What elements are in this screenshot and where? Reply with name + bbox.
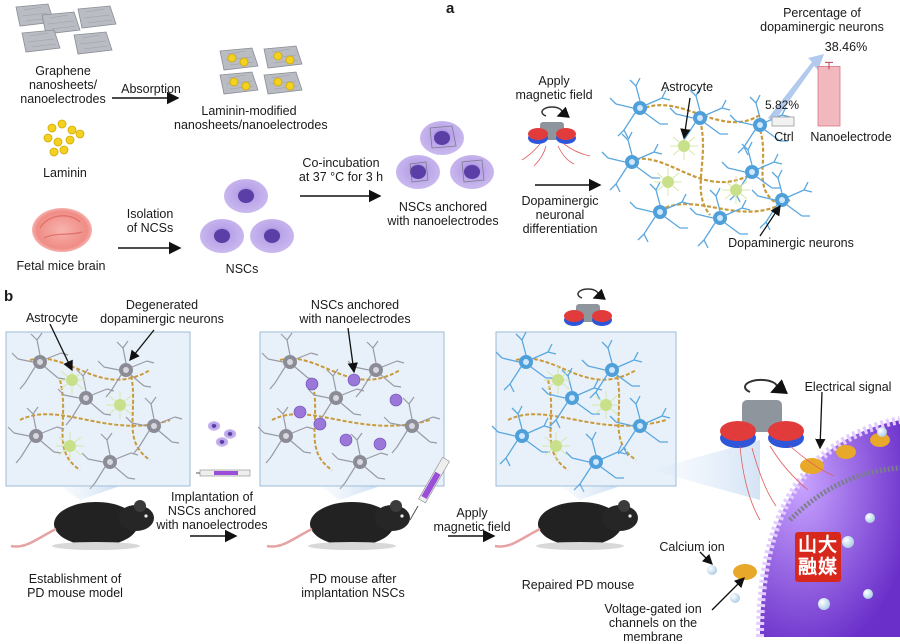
- chart-callout-arrow: [768, 54, 824, 122]
- differentiation-label: Dopaminergic neuronal differentiation: [521, 194, 599, 236]
- electrical-signal-pointer: [815, 391, 826, 450]
- panel-label-b: b: [4, 288, 14, 305]
- magnet-b: [564, 289, 612, 326]
- beam-3: [560, 486, 620, 500]
- chart-bar-ctrl: [771, 116, 795, 127]
- watermark-logo: 山大融媒: [795, 532, 841, 582]
- repaired-label: Repaired PD mouse: [521, 578, 635, 592]
- chart-tick-ctrl: Ctrl: [774, 130, 794, 144]
- dopaminergic-label: Dopaminergic neurons: [728, 236, 854, 250]
- implant-cells: [207, 421, 237, 447]
- repaired-network: [491, 331, 671, 493]
- magnet-a: [528, 107, 576, 144]
- laminin-modified-label: Laminin-modified nanosheets/nanoelectrod…: [174, 104, 328, 132]
- laminin-particles: [43, 119, 85, 157]
- field-lines-b: [739, 445, 835, 521]
- astrocyte-pointer-a: [680, 97, 691, 140]
- beam-zoom: [650, 440, 760, 500]
- apply-field-label-a: Apply magnetic field: [515, 74, 593, 102]
- beam-2: [320, 486, 380, 500]
- dopaminergic-pointer: [759, 204, 781, 237]
- bar-chart: [771, 61, 841, 127]
- panel-label-a: a: [446, 0, 455, 17]
- graphene-nanosheets: [15, 3, 117, 55]
- magnet-large: [720, 378, 804, 448]
- degenerated-pointer: [129, 329, 155, 362]
- isolation-label: Isolation of NCSs: [126, 207, 174, 235]
- chart-title: Percentage of dopaminergic neurons: [760, 6, 884, 34]
- nscs-anchored-label-a: NSCs anchored with nanoelectrodes: [387, 200, 499, 228]
- degenerated-label: Degenerated dopaminergic neurons: [100, 298, 224, 326]
- mouse-1: [9, 498, 156, 552]
- voltage-gated-label: Voltage-gated ion channels on the membra…: [604, 602, 702, 644]
- apply-field-label-b: Apply magnetic field: [433, 506, 511, 534]
- chart-error-bar: [825, 61, 833, 70]
- astrocyte-pointer-b: [49, 323, 73, 372]
- calcium-pointer: [699, 551, 713, 565]
- implantation-label: Implantation of NSCs anchored with nanoe…: [156, 490, 268, 532]
- coincubation-label: Co-incubation at 37 °C for 3 h: [298, 156, 384, 184]
- nscs-label: NSCs: [225, 262, 259, 276]
- fetal-brain-label: Fetal mice brain: [16, 259, 106, 273]
- chart-value-label-nanoelectrode: 38.46%: [824, 40, 868, 54]
- establishment-label: Establishment of PD mouse model: [27, 572, 123, 600]
- astrocyte-label-a: Astrocyte: [660, 80, 714, 94]
- calcium-ions: [707, 427, 887, 610]
- beam-1: [60, 486, 120, 500]
- field-lines-a: [521, 143, 591, 167]
- chart-tick-nanoelectrode: Nanoelectrode: [810, 130, 892, 144]
- chart-bar-nanoelectrode: [817, 65, 841, 127]
- nscs-anchored-label-b: NSCs anchored with nanoelectrodes: [299, 298, 411, 326]
- laminin-label: Laminin: [43, 166, 87, 180]
- channel-pointer: [711, 577, 745, 611]
- astrocyte-label-b: Astrocyte: [25, 311, 79, 325]
- degenerated-network: [7, 332, 183, 490]
- graphene-label: Graphene nanosheets/ nanoelectrodes: [20, 64, 106, 106]
- syringe-large: [409, 456, 450, 521]
- absorption-label: Absorption: [121, 82, 181, 96]
- chart-value-label-ctrl: 5.82%: [764, 98, 800, 112]
- mouse-2: [265, 498, 412, 552]
- implanted-network: [257, 332, 441, 490]
- nscs-pointer-b: [347, 327, 358, 374]
- electrical-signal-label: Electrical signal: [804, 380, 892, 394]
- laminin-modified-sheets: [219, 45, 303, 95]
- nsc-cells: [200, 179, 294, 253]
- calcium-ion-label: Calcium ion: [659, 540, 725, 554]
- syringe-small: [196, 469, 251, 477]
- nscs-anchored-cells: [396, 121, 494, 189]
- pd-after-label: PD mouse after implantation NSCs: [301, 572, 405, 600]
- fetal-brain: [32, 208, 92, 252]
- membrane-sphere: [733, 416, 900, 637]
